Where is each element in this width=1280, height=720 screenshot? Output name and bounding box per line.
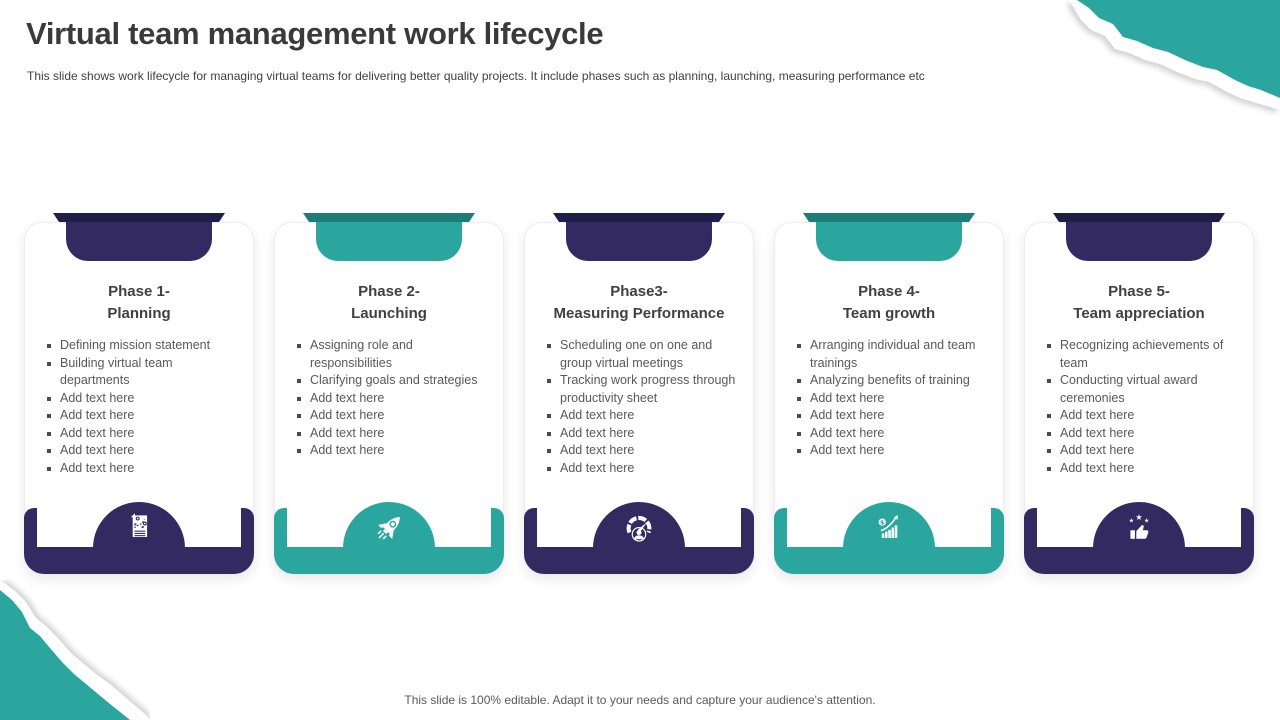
thumbs-up-stars-icon: ★ ★ ★ [1129,512,1149,539]
bullet-item: Add text here [45,460,239,478]
bullet-item: Add text here [1045,442,1239,460]
bullet-item: Add text here [45,442,239,460]
bullet-item: Add text here [295,390,489,408]
svg-text:★: ★ [1129,518,1134,525]
phase-title: Phase 4- Team growth [775,223,1003,325]
bullet-item: Clarifying goals and strategies [295,372,489,390]
bullet-item: Conducting virtual award ceremonies [1045,372,1239,407]
bullet-item: Arranging individual and team trainings [795,337,989,372]
svg-text:$: $ [880,519,884,526]
card-bottom-band [1024,508,1254,574]
phase-title-line1: Phase 4- [858,283,920,300]
phase-title-line2: Measuring Performance [553,305,725,322]
torn-corner-top-right [1069,0,1280,110]
svg-text:★: ★ [1135,512,1142,522]
phase-card: Phase 2- Launching Assigning role and re… [274,213,504,574]
bullet-item: Add text here [545,407,739,425]
phase-title: Phase 1- Planning [25,223,253,325]
bullet-item: Assigning role and responsibilities [295,337,489,372]
phase-title-line1: Phase 1- [108,283,170,300]
phase-card: Phase3- Measuring Performance Scheduling… [524,213,754,574]
bullet-item: Add text here [795,442,989,460]
phase-cards-row: Phase 1- Planning Defining mission state… [24,213,1254,574]
card-bottom-band [24,508,254,574]
phase-title-line2: Planning [107,305,171,322]
bullet-item: Add text here [545,460,739,478]
bullet-list: Scheduling one on one and group virtual … [525,337,753,477]
slide-subtitle: This slide shows work lifecycle for mana… [27,69,925,83]
phase-title-line1: Phase 2- [358,283,420,300]
phase-title: Phase 5- Team appreciation [1025,223,1253,325]
phase-title: Phase3- Measuring Performance [525,223,753,325]
bullet-item: Building virtual team departments [45,355,239,390]
bullet-item: Analyzing benefits of training [795,372,989,390]
bullet-item: Add text here [795,390,989,408]
phase-card: Phase 1- Planning Defining mission state… [24,213,254,574]
bullet-item: Add text here [45,407,239,425]
bullet-item: Scheduling one on one and group virtual … [545,337,739,372]
card-bottom-band [524,508,754,574]
phase-title-line1: Phase 5- [1108,283,1170,300]
footer-note: This slide is 100% editable. Adapt it to… [404,693,876,707]
bullet-item: Add text here [45,425,239,443]
bullet-item: Add text here [295,425,489,443]
phase-title-line2: Launching [351,305,427,322]
phase-tab [66,213,212,261]
rocket-icon [377,517,400,540]
bullet-item: Add text here [1045,460,1239,478]
bullet-item: Add text here [795,425,989,443]
bullet-item: Tracking work progress through productiv… [545,372,739,407]
bullet-item: Add text here [545,425,739,443]
growth-chart-icon: $ [878,514,898,538]
phase-title-line1: Phase3- [610,283,668,300]
phase-tab [1066,213,1212,261]
bullet-item: Recognizing achievements of team [1045,337,1239,372]
phase-title-line2: Team growth [842,305,936,322]
bullet-item: Defining mission statement [45,337,239,355]
phase-card: Phase 4- Team growth Arranging individua… [774,213,1004,574]
phase-tab [566,213,712,261]
performance-gauge-icon [626,515,652,542]
bullet-item: Add text here [295,407,489,425]
card-bottom-band [774,508,1004,574]
bullet-item: Add text here [295,442,489,460]
phase-tab [316,213,462,261]
phase-title-line2: Team appreciation [1073,305,1205,322]
bullet-item: Add text here [545,442,739,460]
strategy-document-icon [130,513,148,537]
phase-tab [816,213,962,261]
card-bottom-band [274,508,504,574]
svg-text:★: ★ [1144,518,1149,525]
bullet-item: Add text here [1045,407,1239,425]
bullet-item: Add text here [45,390,239,408]
slide-title: Virtual team management work lifecycle [26,16,604,51]
phase-card: Phase 5- Team appreciation Recognizing a… [1024,213,1254,574]
bullet-item: Add text here [1045,425,1239,443]
bullet-item: Add text here [795,407,989,425]
phase-title: Phase 2- Launching [275,223,503,325]
